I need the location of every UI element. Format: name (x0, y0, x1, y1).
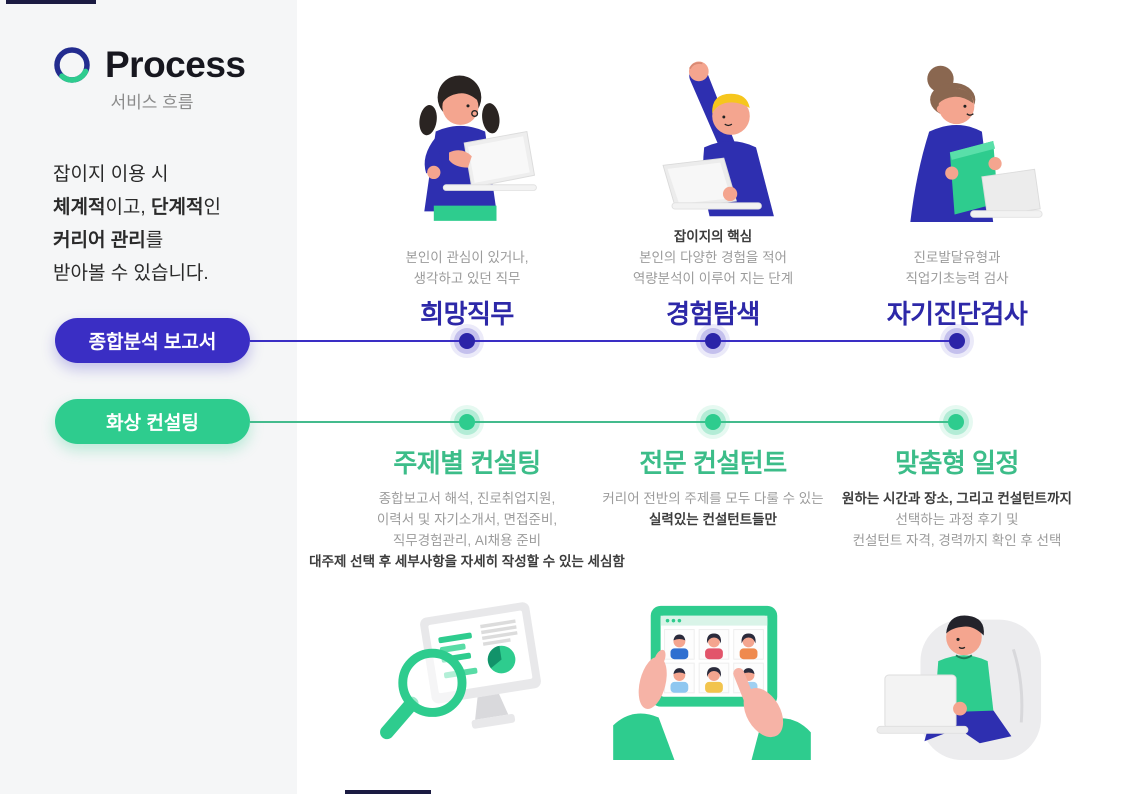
intro-line-2: 체계적이고, 단계적인 (53, 197, 221, 218)
consulting-step-3-desc: 선택하는 과정 후기 및 컨설턴트 자격, 경력까지 확인 후 선택 (852, 512, 1062, 548)
consulting-step-1-desc: 종합보고서 해석, 진로취업지원, 이력서 및 자기소개서, 면접준비, 직무경… (376, 491, 558, 548)
video-call-grid (664, 629, 764, 694)
consulting-step-2-highlight: 실력있는 컨설턴트들만 (649, 512, 777, 527)
report-step-2: 잡이지의 핵심 본인의 다양한 경험을 적어 역량분석이 이루어 지는 단계 경… (588, 226, 838, 331)
man-cheering-with-laptop-illustration (662, 61, 774, 217)
intro-line-3: 커리어 관리를 (53, 230, 164, 251)
analysis-monitor-magnifier-icon (380, 602, 541, 740)
report-track-pill: 종합분석 보고서 (55, 318, 250, 363)
consulting-track-line (250, 421, 956, 423)
consulting-step-1-highlight: 대주제 선택 후 세부사항을 자세히 작성할 수 있는 세심함 (309, 554, 625, 569)
consulting-step-2: 전문 컨설턴트 커리어 전반의 주제를 모두 다룰 수 있는 실력있는 컨설턴트… (583, 443, 843, 530)
logo-subtitle: 서비스 흐름 (110, 93, 194, 112)
process-ring-icon (54, 47, 90, 83)
report-step-3: 진로발달유형과 직업기초능력 검사 자기진단검사 (832, 247, 1082, 331)
woman-reading-report-illustration (910, 65, 1043, 222)
consulting-step-2-title: 전문 컨설턴트 (639, 448, 787, 478)
report-step-1-desc: 본인이 관심이 있거나, 생각하고 있던 직무 (405, 250, 529, 286)
logo-title: Process (105, 44, 246, 85)
timeline-dot-consulting-2 (705, 414, 721, 430)
man-armchair-laptop-icon (876, 615, 1042, 760)
woman-with-laptop-illustration (419, 75, 537, 221)
logo: Process (52, 44, 246, 86)
report-step-3-desc: 진로발달유형과 직업기초능력 검사 (905, 250, 1009, 286)
timeline-dot-report-2 (705, 333, 721, 349)
intro-text: 잡이지 이용 시 체계적이고, 단계적인 커리어 관리를 받아볼 수 있습니다. (53, 158, 221, 290)
report-track-label: 종합분석 보고서 (88, 332, 217, 353)
report-step-2-desc: 본인의 다양한 경험을 적어 역량분석이 이루어 지는 단계 (632, 250, 794, 286)
consulting-track-pill: 화상 컨설팅 (55, 399, 250, 444)
intro-line-4: 받아볼 수 있습니다. (53, 263, 209, 284)
video-call-tablet-icon (613, 605, 811, 760)
bottom-accent-line (345, 790, 431, 794)
consulting-step-2-desc: 커리어 전반의 주제를 모두 다룰 수 있는 (602, 491, 824, 506)
report-step-1-title: 희망직무 (420, 299, 514, 329)
consulting-step-1-title: 주제별 컨설팅 (393, 448, 541, 478)
consulting-step-1: 주제별 컨설팅 종합보고서 해석, 진로취업지원, 이력서 및 자기소개서, 면… (307, 443, 627, 572)
timeline-dot-report-3 (949, 333, 965, 349)
consulting-step-3-highlight: 원하는 시간과 장소, 그리고 컨설턴트까지 (842, 491, 1072, 506)
timeline-dot-report-1 (459, 333, 475, 349)
timeline-dot-consulting-3 (948, 414, 964, 430)
report-step-2-title: 경험탐색 (666, 299, 760, 329)
top-accent-line (6, 0, 96, 4)
timeline-dot-consulting-1 (459, 414, 475, 430)
consulting-step-3: 맞춤형 일정 원하는 시간과 장소, 그리고 컨설턴트까지 선택하는 과정 후기… (797, 443, 1117, 551)
consulting-track-label: 화상 컨설팅 (106, 413, 199, 434)
consulting-step-3-title: 맞춤형 일정 (895, 448, 1019, 478)
report-step-3-title: 자기진단검사 (886, 299, 1028, 329)
sidebar-panel (0, 0, 297, 794)
report-track-line (250, 340, 957, 342)
intro-line-1: 잡이지 이용 시 (53, 164, 169, 185)
report-step-2-lead: 잡이지의 핵심 (673, 229, 753, 244)
report-step-1: 본인이 관심이 있거나, 생각하고 있던 직무 희망직무 (342, 247, 592, 331)
